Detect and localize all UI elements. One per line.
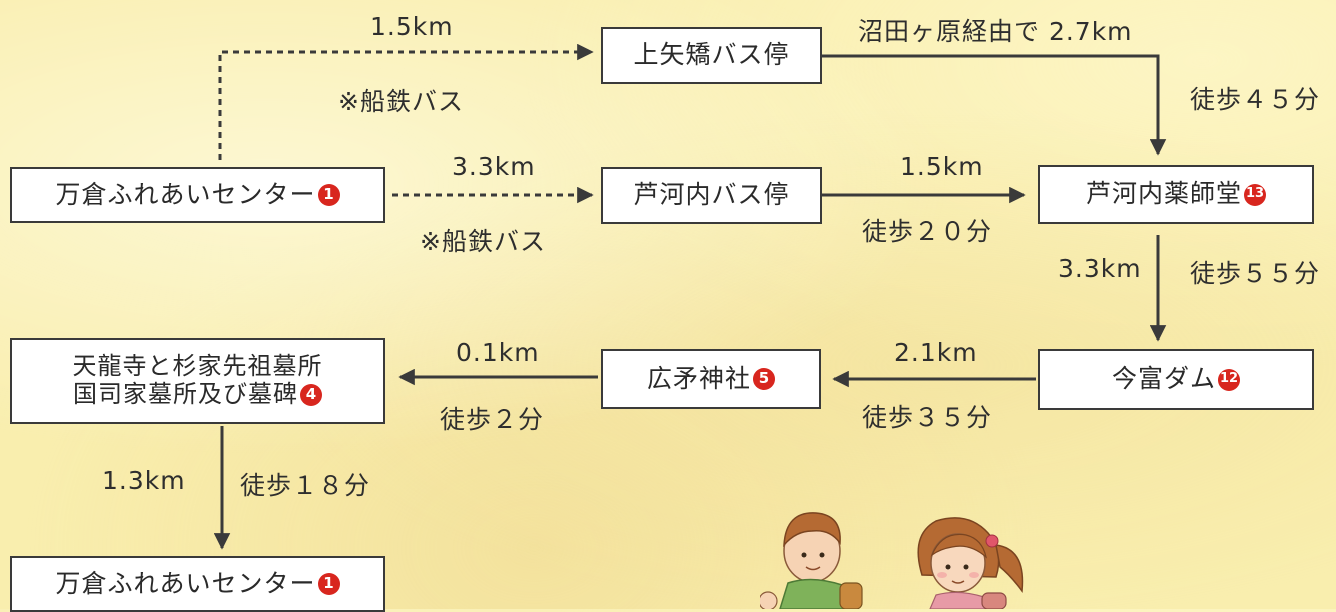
label-distance-tenryuji-end: 1.3km <box>102 466 186 495</box>
node-start-label: 万倉ふれあいセンター <box>55 179 316 209</box>
node-ashikouchi-bus-label: 芦河内バス停 <box>633 180 790 210</box>
number-1-badge-end: 1 <box>317 573 340 595</box>
label-walk-hirohoko-tenryuji: 徒歩２分 <box>440 405 545 434</box>
label-walk-yakushido-dam: 徒歩５５分 <box>1190 259 1321 288</box>
number-5-badge: 5 <box>753 368 775 390</box>
label-distance-yakushido-dam: 3.3km <box>1058 254 1142 283</box>
dashed-arrow-start-kamiyabashi <box>218 43 594 160</box>
node-kamiyabashi-bus-stop: 上矢矯バス停 <box>601 27 822 84</box>
girl-hiker-icon <box>917 517 1024 609</box>
label-distance-ashikouchi-yakushido: 1.5km <box>900 152 984 181</box>
node-kamiyabashi-label: 上矢矯バス停 <box>633 40 790 70</box>
number-12-badge: 12 <box>1218 368 1240 391</box>
label-walk-kamiyabashi-yakushido: 徒歩４５分 <box>1190 85 1321 114</box>
number-1-badge: 1 <box>317 184 340 206</box>
node-tenryuji-line2: 国司家墓所及び墓碑 <box>73 380 298 408</box>
label-walk-dam-hirohoko: 徒歩３５分 <box>862 403 993 432</box>
label-distance-dam-hirohoko: 2.1km <box>894 338 978 367</box>
node-tenryuji-line1: 天龍寺と杉家先祖墓所 <box>72 352 323 381</box>
label-walk-ashikouchi-yakushido: 徒歩２０分 <box>862 217 993 246</box>
label-bus-note-1: ※船鉄バス <box>338 87 464 116</box>
label-distance-start-ashikouchi: 3.3km <box>452 152 536 181</box>
label-distance-start-kamiyabashi: 1.5km <box>370 12 454 41</box>
number-4-badge: 4 <box>300 384 322 406</box>
node-dam-label: 今富ダム <box>1111 364 1216 394</box>
node-end-label: 万倉ふれあいセンター <box>55 568 316 598</box>
node-yakushido-label: 芦河内薬師堂 <box>1085 179 1242 209</box>
number-13-badge: 13 <box>1244 183 1266 206</box>
boy-hiker-icon <box>760 512 863 609</box>
node-hirohoko-label: 広矛神社 <box>646 363 751 393</box>
arrow-kamiyabashi-yakushido <box>822 54 1167 156</box>
label-distance-hirohoko-tenryuji: 0.1km <box>456 338 540 367</box>
label-distance-kamiyabashi-yakushido: 沼田ヶ原経由で 2.7km <box>858 17 1133 46</box>
hikers-illustration <box>760 512 1024 609</box>
node-ashikouchi-bus-stop: 芦河内バス停 <box>601 167 822 224</box>
label-bus-note-2: ※船鉄バス <box>420 227 546 256</box>
label-walk-tenryuji-end: 徒歩１８分 <box>240 471 371 500</box>
